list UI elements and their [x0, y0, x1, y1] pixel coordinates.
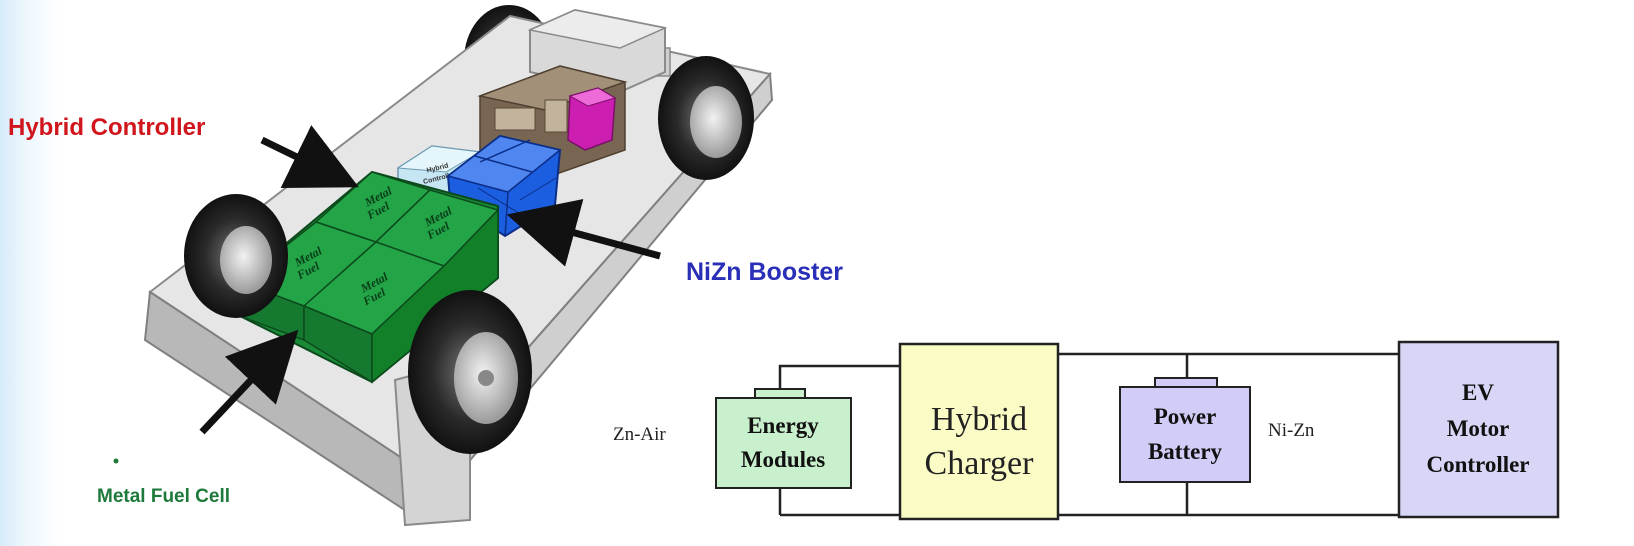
metal-fuel-cell-label: Metal Fuel Cell: [97, 486, 231, 507]
energy-modules-line2: Modules: [741, 447, 825, 472]
circuit-wires: [778, 352, 1399, 517]
power-battery-line2: Battery: [1148, 439, 1223, 464]
energy-modules-box: Energy Modules: [715, 388, 852, 489]
front-left-wheel: [184, 194, 288, 318]
zn-air-label: Zn-Air: [613, 424, 666, 445]
hybrid-charger-box: Hybrid Charger: [898, 342, 1060, 521]
ev-line1: EV: [1462, 380, 1494, 405]
left-edge-glow: [0, 0, 60, 546]
ev-line2: Motor: [1447, 416, 1510, 441]
metal-fuel-cell-arrow: [199, 329, 299, 435]
hybrid-controller-arrow: [260, 125, 359, 189]
ev-line3: Controller: [1426, 452, 1529, 477]
vehicle-chassis: Hybrid Controller: [143, 5, 774, 527]
hybrid-controller-label: Hybrid Controller: [8, 114, 206, 141]
magenta-component-box: [567, 87, 617, 151]
power-battery-box: Power Battery: [1119, 377, 1251, 483]
ev-motor-controller-box: EV Motor Controller: [1397, 340, 1560, 519]
power-block-diagram: Energy Modules Zn-Air Hybrid Charger Pow…: [613, 340, 1560, 521]
hybrid-charger-line2: Charger: [925, 445, 1035, 482]
nizn-booster-arrow: [506, 199, 661, 267]
power-battery-line1: Power: [1154, 404, 1217, 429]
energy-modules-line1: Energy: [747, 413, 819, 438]
ni-zn-label: Ni-Zn: [1268, 420, 1315, 441]
rear-right-wheel: [658, 56, 754, 180]
hybrid-charger-line1: Hybrid: [931, 401, 1027, 438]
nizn-booster-label: NiZn Booster: [686, 258, 843, 286]
front-right-wheel: [408, 290, 532, 454]
metal-fuel-cell-dot: [113, 458, 119, 464]
